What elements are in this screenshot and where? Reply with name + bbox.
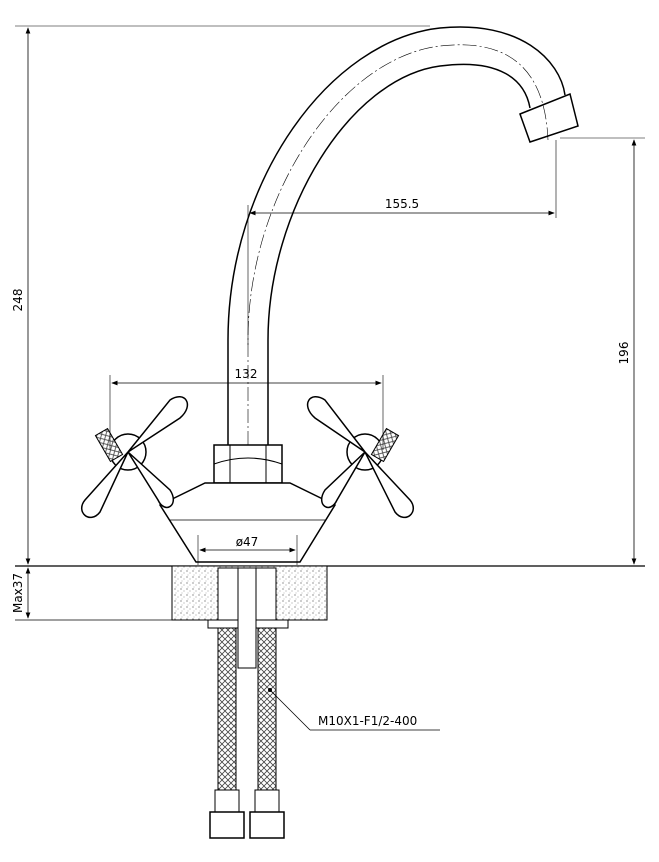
dim-spout-clearance: 196 <box>560 137 645 565</box>
dim-base-diameter: ø47 <box>197 535 298 565</box>
hex-nut <box>213 444 283 484</box>
spout <box>227 26 579 445</box>
dim-base-diameter-label: ø47 <box>236 535 259 549</box>
left-handle <box>80 396 189 519</box>
faucet-body <box>158 482 337 563</box>
dim-max-thickness-label: Max37 <box>11 573 25 613</box>
dim-max-thickness: Max37 <box>11 567 31 619</box>
mounting-and-hoses <box>207 567 289 839</box>
dim-total-height-label: 248 <box>11 289 25 312</box>
dim-spout-reach: 155.5 <box>247 140 557 345</box>
dim-total-height: 248 <box>11 25 430 565</box>
hose-spec-callout: M10X1-F1/2-400 <box>268 688 440 731</box>
countertop <box>15 565 645 621</box>
hose-spec-label: M10X1-F1/2-400 <box>318 714 417 728</box>
dim-spout-reach-label: 155.5 <box>385 197 419 211</box>
dim-handle-span: 132 <box>109 367 384 450</box>
right-handle <box>306 396 415 519</box>
dim-spout-clearance-label: 196 <box>617 342 631 365</box>
dim-handle-span-label: 132 <box>235 367 258 381</box>
